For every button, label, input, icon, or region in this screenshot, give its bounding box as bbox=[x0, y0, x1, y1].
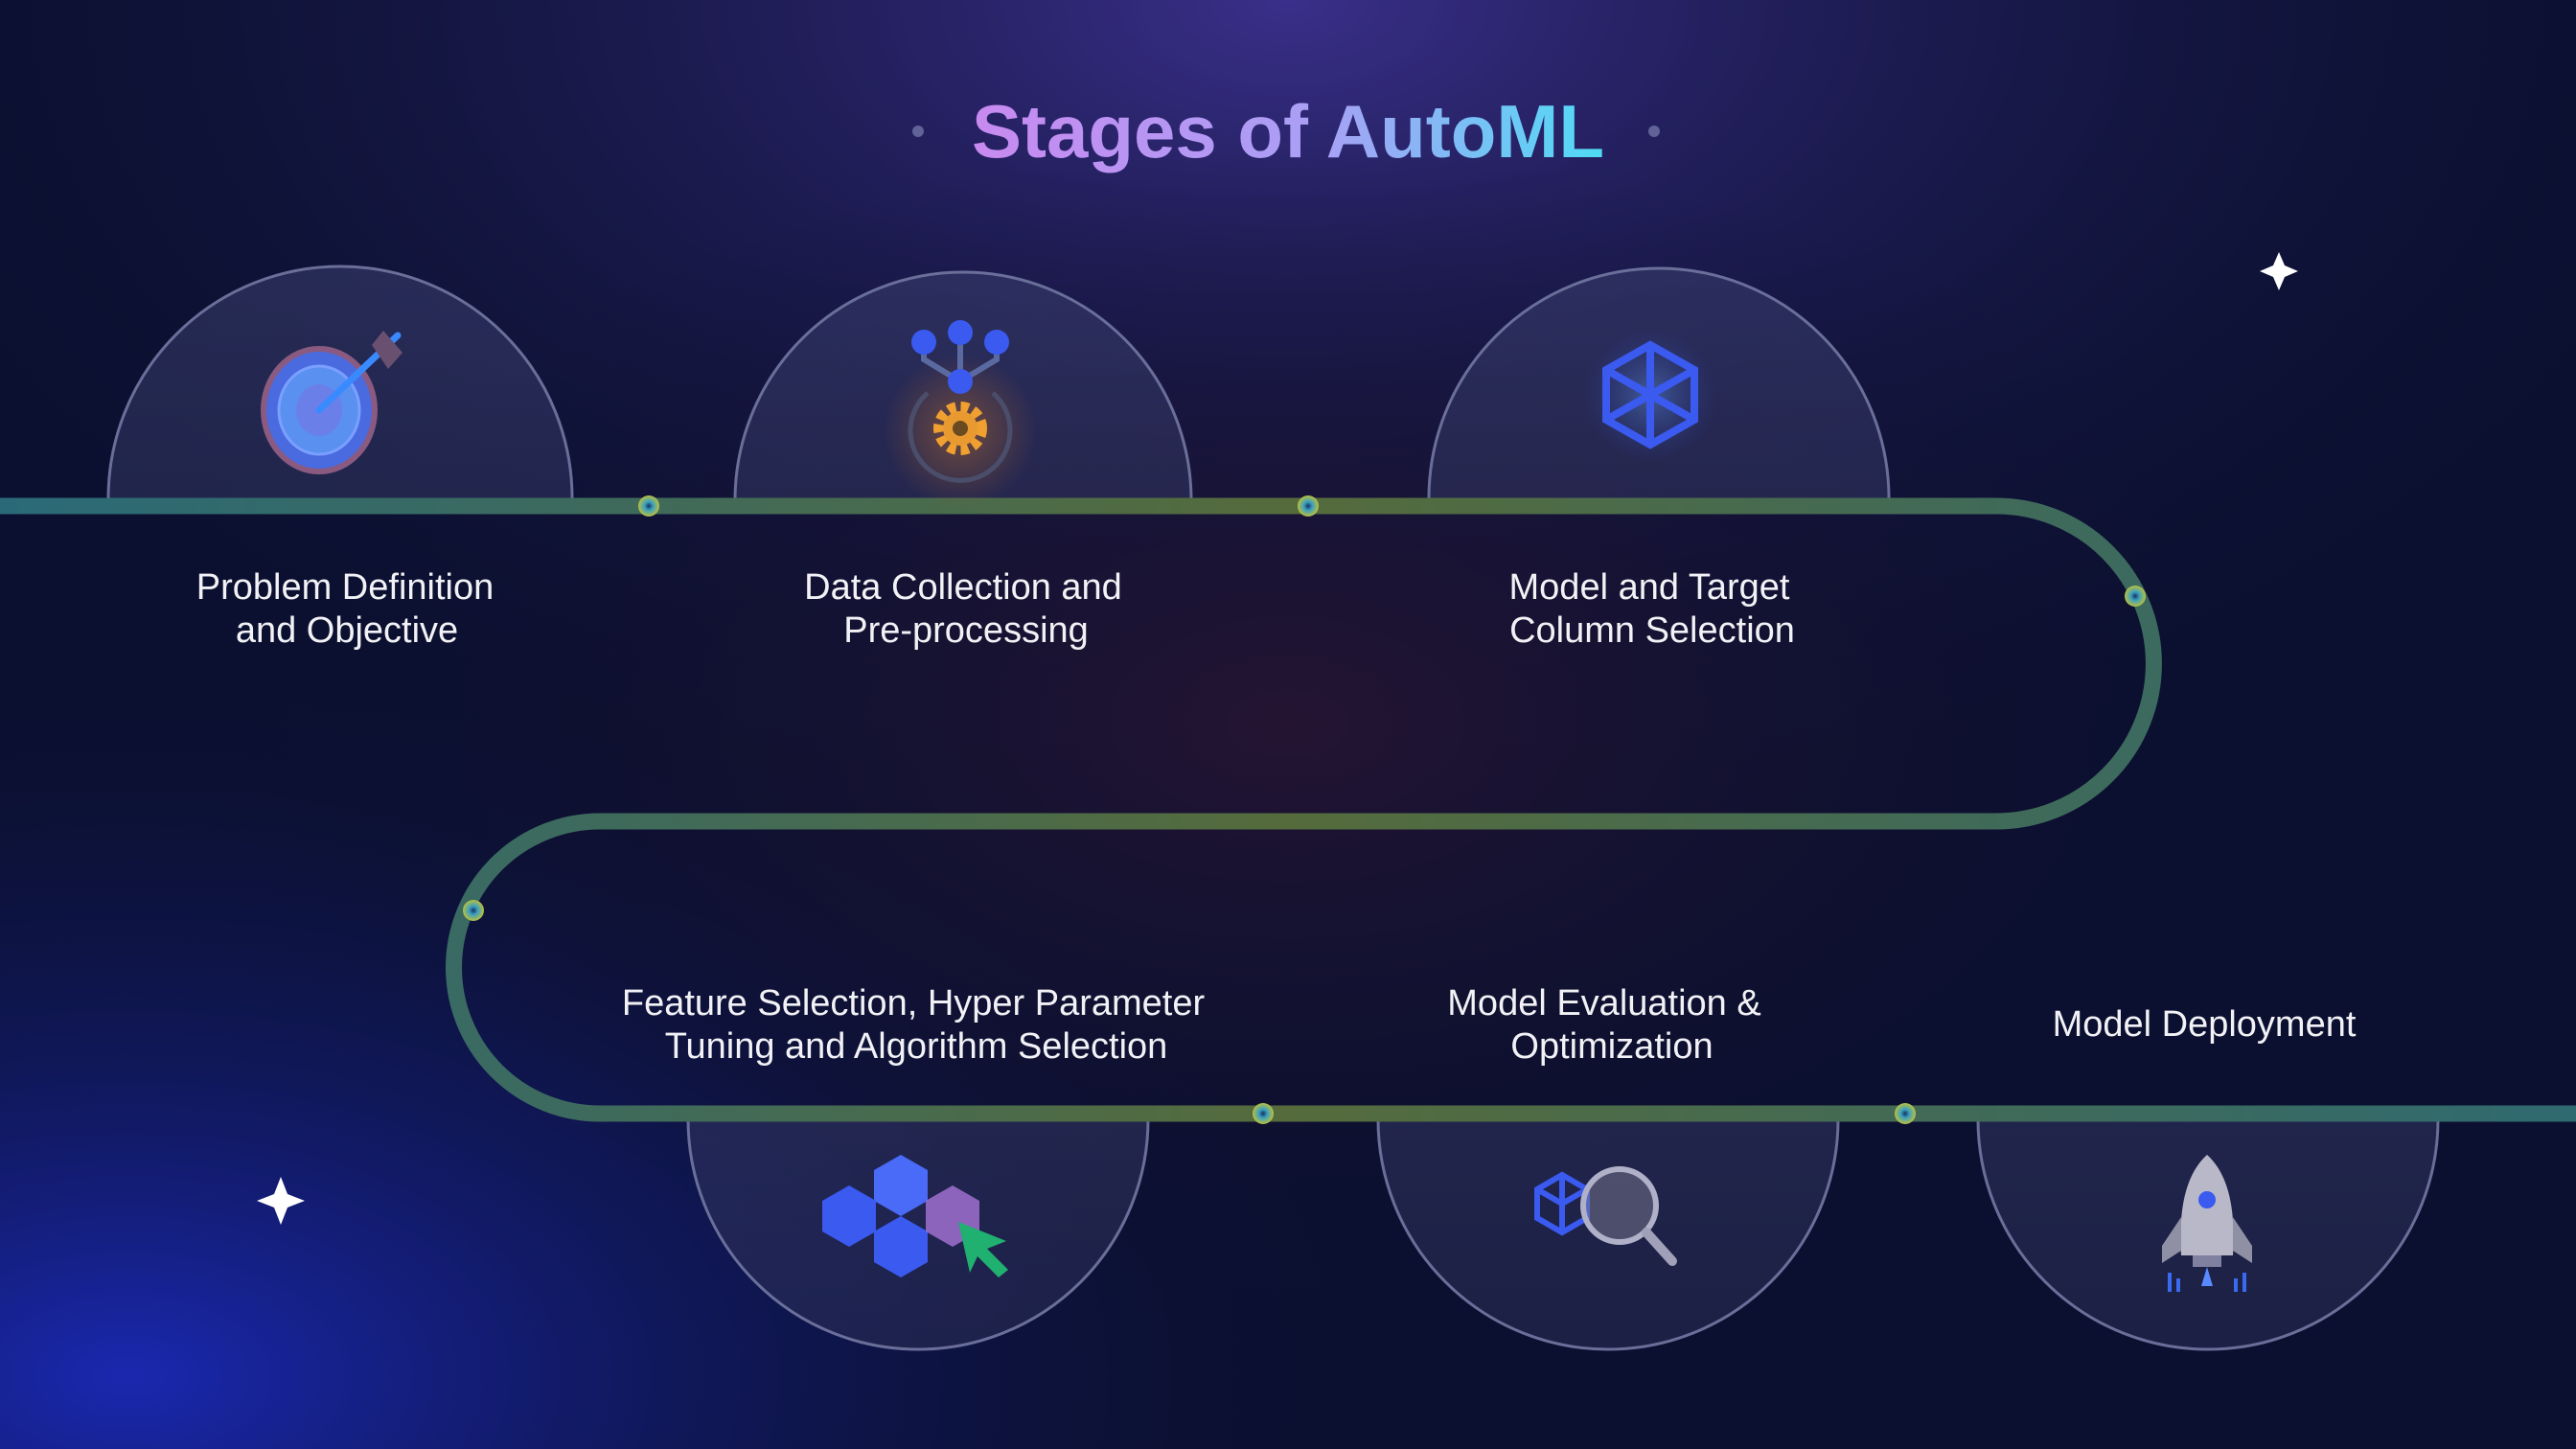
stage-label-line: Feature Selection, Hyper Parameter bbox=[622, 983, 1206, 1024]
timeline-dot bbox=[1895, 1103, 1916, 1124]
timeline-dot bbox=[1253, 1103, 1274, 1124]
stage-label-line: Model Evaluation & bbox=[1447, 983, 1760, 1024]
rocket-icon bbox=[2162, 1155, 2252, 1292]
page-title: Stages of AutoML bbox=[972, 89, 1604, 173]
stage-label-line: and Objective bbox=[236, 610, 458, 651]
stage-label-line: Tuning and Algorithm Selection bbox=[665, 1026, 1168, 1067]
stage-label-line: Model and Target bbox=[1509, 567, 1790, 608]
timeline-path bbox=[0, 497, 2576, 1122]
timeline-dot bbox=[2125, 586, 2146, 607]
timeline-dot bbox=[1298, 495, 1319, 517]
stage-label-3: Model and Target Column Selection bbox=[1509, 567, 1795, 651]
stage-label-5: Model Evaluation & Optimization bbox=[1447, 983, 1760, 1067]
stage-label-line: Pre-processing bbox=[843, 610, 1089, 651]
star-icon bbox=[257, 1177, 305, 1225]
target-icon bbox=[261, 331, 402, 474]
stage-label-2: Data Collection and Pre-processing bbox=[804, 567, 1122, 651]
stage-label-6: Model Deployment bbox=[2053, 1004, 2357, 1045]
stage-label-line: Column Selection bbox=[1509, 610, 1795, 651]
star-icon bbox=[2260, 252, 2298, 290]
timeline-dot bbox=[463, 900, 484, 921]
stage-label-4: Feature Selection, Hyper Parameter Tunin… bbox=[622, 983, 1206, 1067]
cubes-cursor-icon bbox=[822, 1155, 1008, 1277]
stage-label-line: Optimization bbox=[1510, 1026, 1713, 1067]
stage-label-1: Problem Definition and Objective bbox=[196, 567, 494, 651]
hex-network-icon bbox=[1583, 328, 1717, 462]
data-gear-icon bbox=[884, 320, 1037, 508]
stage-label-line: Data Collection and bbox=[804, 567, 1122, 608]
title-sparkle-right bbox=[1648, 126, 1660, 137]
stage-label-line: Model Deployment bbox=[2053, 1004, 2357, 1045]
title-sparkle-left bbox=[912, 126, 924, 137]
timeline-dot bbox=[638, 495, 659, 517]
magnifier-network-icon bbox=[1534, 1166, 1677, 1266]
timeline-dots bbox=[463, 495, 2146, 1124]
stage-label-line: Problem Definition bbox=[196, 567, 494, 608]
